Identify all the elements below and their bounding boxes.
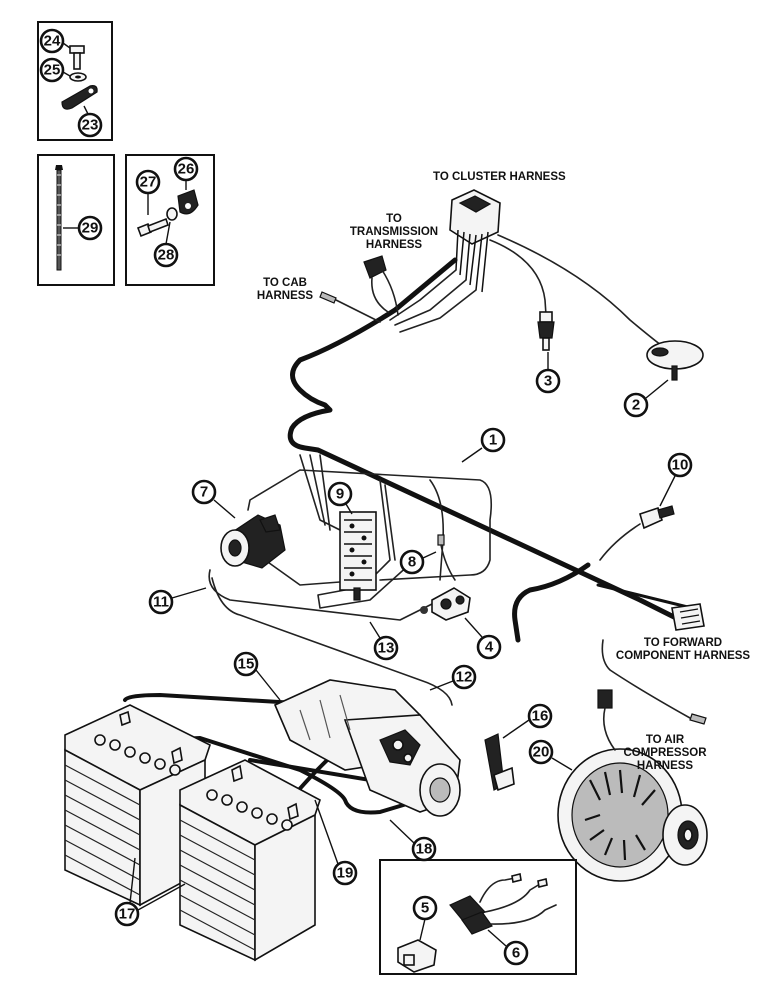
callout-5-label: 5 (421, 900, 429, 917)
callout-1[interactable]: 1 (480, 427, 506, 453)
sender-2 (646, 340, 704, 381)
relay-8 (437, 534, 456, 581)
callout-29-label: 29 (82, 220, 99, 237)
callout-5[interactable]: 5 (412, 895, 438, 921)
callout-28[interactable]: 28 (153, 242, 179, 268)
label-air-line1: TO AIR (646, 734, 685, 746)
battery-right (179, 759, 321, 962)
label-cab-line2: HARNESS (257, 290, 314, 302)
callout-11-label: 11 (153, 594, 169, 611)
callout-19[interactable]: 19 (332, 860, 358, 886)
callout-17[interactable]: 17 (114, 901, 140, 927)
callout-26-label: 26 (178, 161, 195, 178)
label-forward-line2: COMPONENT HARNESS (616, 650, 751, 662)
label-transmission-line3: HARNESS (366, 239, 423, 251)
callout-9-label: 9 (336, 486, 344, 503)
callout-1-label: 1 (489, 432, 497, 449)
starter-motor-15 (273, 679, 461, 817)
label-forward-line1: TO FORWARD (644, 637, 722, 649)
label-air-line2: COMPRESSOR (623, 747, 707, 759)
callout-27[interactable]: 27 (135, 169, 161, 195)
label-cluster-harness: TO CLUSTER HARNESS (433, 171, 566, 183)
callout-12[interactable]: 12 (451, 664, 477, 690)
callout-3[interactable]: 3 (535, 368, 561, 394)
callout-9[interactable]: 9 (327, 481, 353, 507)
callout-18-label: 18 (416, 841, 433, 858)
callout-25-label: 25 (44, 62, 61, 79)
callout-17-label: 17 (119, 906, 136, 923)
callout-25[interactable]: 25 (39, 57, 65, 83)
callout-12-label: 12 (456, 669, 473, 686)
callout-7-label: 7 (200, 484, 208, 501)
switch-10 (599, 505, 675, 561)
callout-8[interactable]: 8 (399, 549, 425, 575)
forward-connector (671, 603, 705, 631)
callout-13-label: 13 (378, 640, 395, 657)
callout-10-label: 10 (672, 457, 689, 474)
relay-block-9 (339, 511, 377, 601)
label-cab-line1: TO CAB (263, 277, 307, 289)
callout-28-label: 28 (158, 247, 175, 264)
callout-20-label: 20 (533, 744, 550, 761)
transmission-connector (363, 255, 399, 316)
callout-23-label: 23 (82, 117, 99, 134)
callout-24[interactable]: 24 (39, 28, 65, 54)
label-transmission-line1: TO (386, 213, 402, 225)
label-transmission-line2: TRANSMISSION (350, 226, 438, 238)
inset-tie-strap (37, 154, 115, 286)
inset-relay-and-harness (379, 859, 577, 975)
callout-20[interactable]: 20 (528, 739, 554, 765)
inset-clamp-hardware (125, 154, 215, 286)
inset-strap-hardware (37, 21, 113, 141)
callout-16[interactable]: 16 (527, 703, 553, 729)
callout-6[interactable]: 6 (503, 940, 529, 966)
callout-26[interactable]: 26 (173, 156, 199, 182)
component-4 (420, 587, 471, 621)
callout-4[interactable]: 4 (476, 634, 502, 660)
callout-13[interactable]: 13 (373, 635, 399, 661)
callout-29[interactable]: 29 (77, 215, 103, 241)
cab-harness-plug (319, 291, 381, 323)
callout-7[interactable]: 7 (191, 479, 217, 505)
callout-27-label: 27 (140, 174, 157, 191)
sensor-3 (537, 311, 555, 351)
connector-16 (484, 733, 515, 792)
callout-15[interactable]: 15 (233, 651, 259, 677)
callout-10[interactable]: 10 (667, 452, 693, 478)
callout-23[interactable]: 23 (77, 112, 103, 138)
callout-2-label: 2 (632, 397, 640, 414)
solenoid-7 (220, 514, 286, 569)
callout-6-label: 6 (512, 945, 520, 962)
callout-4-label: 4 (485, 639, 494, 656)
callout-8-label: 8 (408, 554, 416, 571)
callout-3-label: 3 (544, 373, 552, 390)
callout-24-label: 24 (44, 33, 61, 50)
callout-16-label: 16 (532, 708, 549, 725)
alternator-20 (557, 689, 708, 882)
cluster-connector (449, 189, 501, 293)
callout-2[interactable]: 2 (623, 392, 649, 418)
air-compressor-plug (601, 639, 707, 725)
label-air-line3: HARNESS (637, 760, 694, 772)
callout-19-label: 19 (337, 865, 354, 882)
callout-11[interactable]: 11 (148, 589, 174, 615)
callout-18[interactable]: 18 (411, 836, 437, 862)
callout-15-label: 15 (238, 656, 255, 673)
